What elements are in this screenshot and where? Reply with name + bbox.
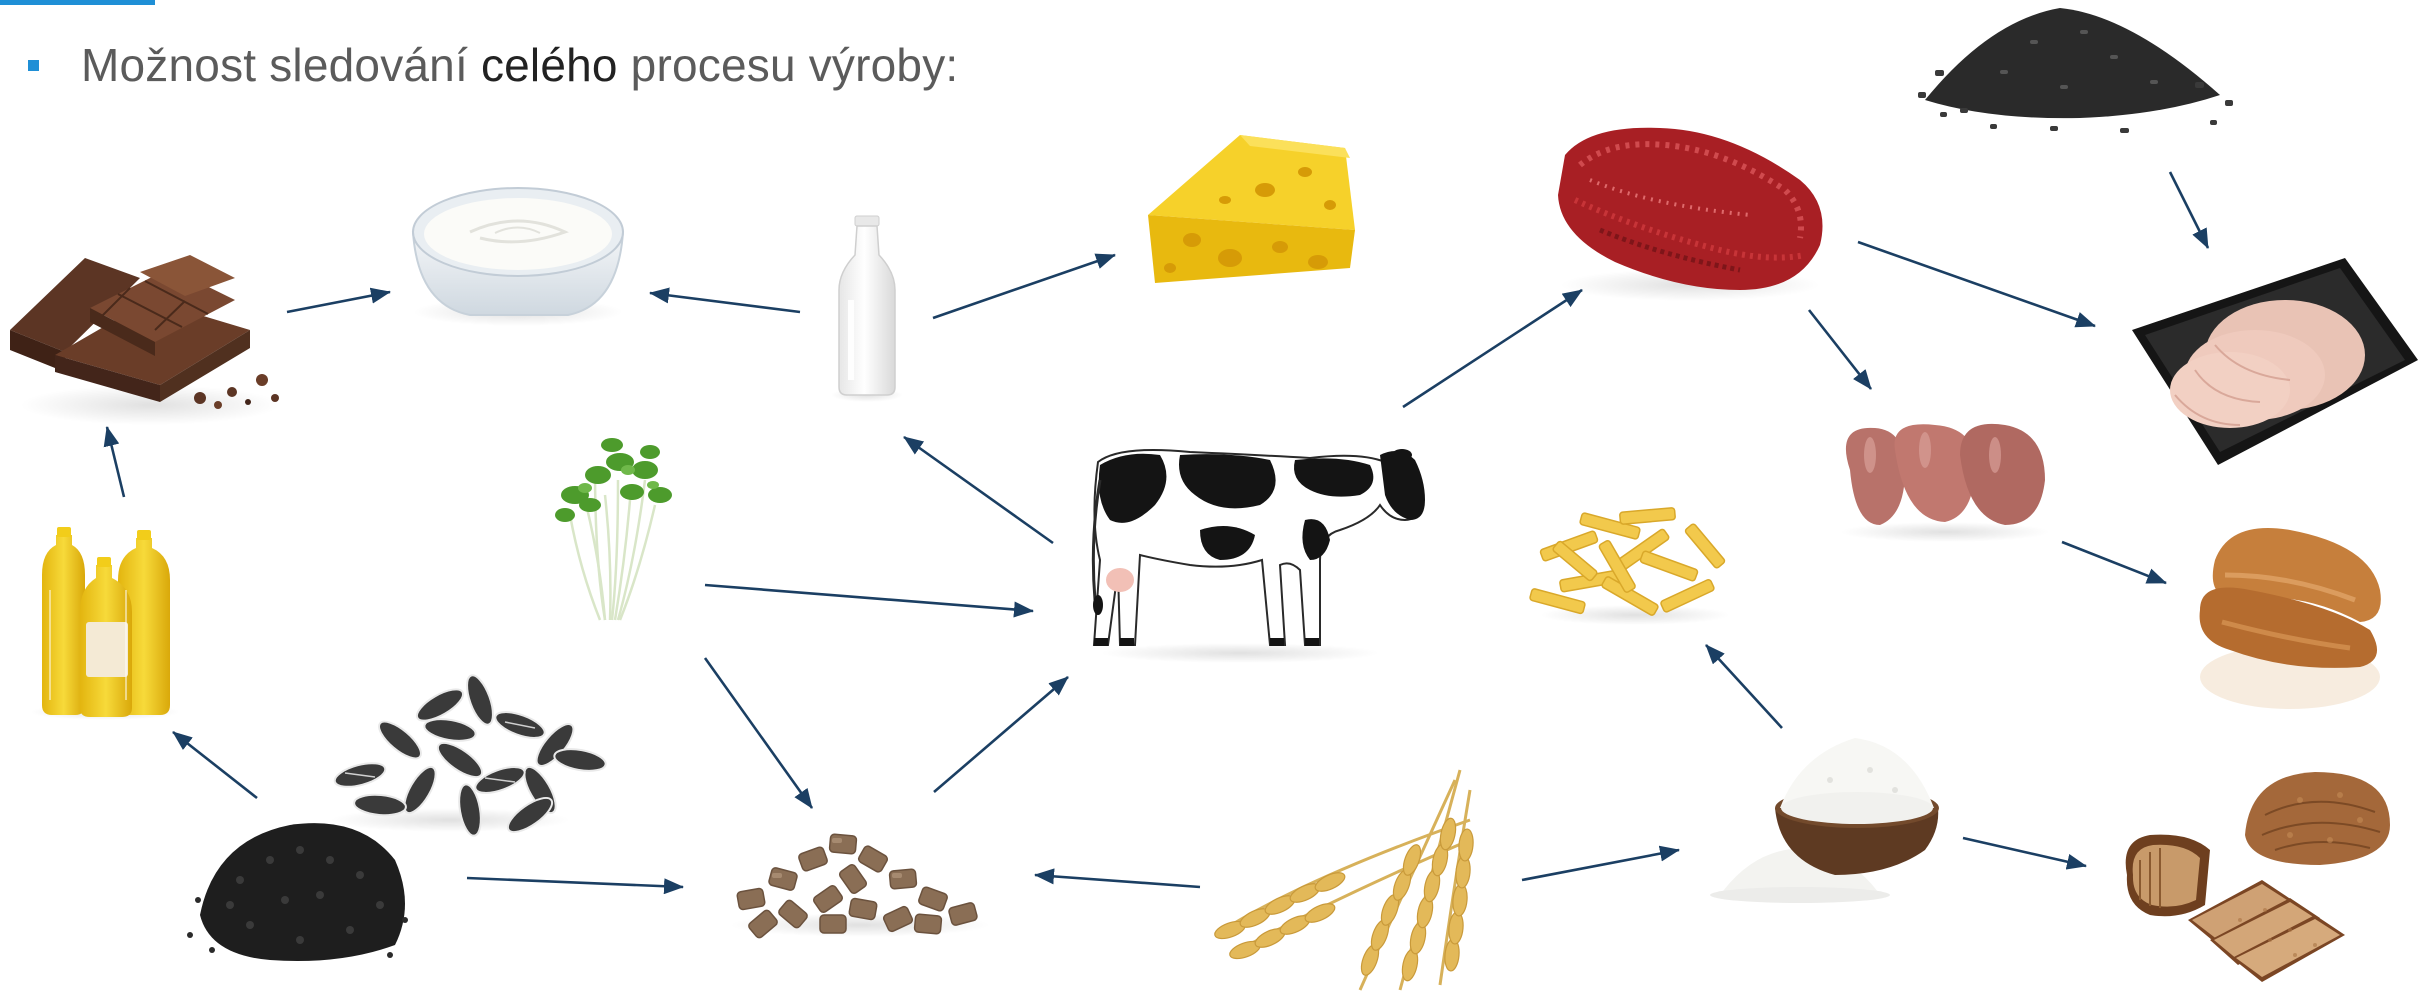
cheese-icon bbox=[1148, 135, 1355, 283]
arrow-milk-to-yogurt bbox=[650, 293, 800, 312]
sausages-icon bbox=[1840, 424, 2050, 542]
arrow-minced-meat-to-sausages bbox=[1809, 310, 1871, 389]
sprouts-icon bbox=[555, 438, 672, 620]
arrow-sprouts-to-cow bbox=[705, 585, 1033, 611]
bread-icon bbox=[2126, 772, 2390, 982]
milk-bottle-icon bbox=[831, 216, 903, 402]
arrow-wheat-to-pellets bbox=[1035, 875, 1200, 887]
arrow-sausages-to-smoked-sausage bbox=[2062, 542, 2166, 583]
arrow-flour-to-bread bbox=[1963, 838, 2086, 866]
sunflower-seeds-icon bbox=[330, 672, 607, 838]
oil-bottles-icon bbox=[30, 527, 180, 720]
arrow-chocolate-to-yogurt bbox=[287, 292, 390, 312]
minced-meat-icon bbox=[1558, 128, 1823, 301]
pellets-icon bbox=[730, 834, 990, 939]
arrow-minced-meat-to-ham bbox=[1858, 242, 2095, 326]
smoked-sausage-icon bbox=[2200, 528, 2381, 709]
wheat-icon bbox=[1213, 770, 1475, 990]
arrow-cow-to-milk bbox=[904, 437, 1053, 543]
chocolate-icon bbox=[10, 255, 280, 425]
ham-icon bbox=[2132, 258, 2418, 465]
cow-icon bbox=[1093, 449, 1425, 663]
flour-icon bbox=[1710, 738, 1939, 903]
arrow-sprouts-to-pellets bbox=[705, 658, 812, 808]
granules-icon bbox=[1918, 8, 2233, 133]
arrow-rapeseed-to-pellets bbox=[467, 878, 683, 887]
arrow-granules-to-ham bbox=[2170, 172, 2208, 248]
arrow-wheat-to-flour bbox=[1522, 850, 1679, 880]
rapeseed-icon bbox=[187, 823, 408, 961]
arrow-milk-to-cheese bbox=[933, 255, 1115, 318]
yogurt-icon bbox=[413, 188, 623, 326]
pasta-icon bbox=[1529, 508, 1730, 625]
arrow-rapeseed-to-oil bbox=[173, 732, 257, 798]
arrow-pellets-to-cow bbox=[934, 677, 1068, 792]
arrow-flour-to-pasta bbox=[1706, 645, 1782, 728]
arrow-cow-to-minced-meat bbox=[1403, 290, 1582, 407]
arrow-oil-to-chocolate bbox=[107, 427, 124, 497]
